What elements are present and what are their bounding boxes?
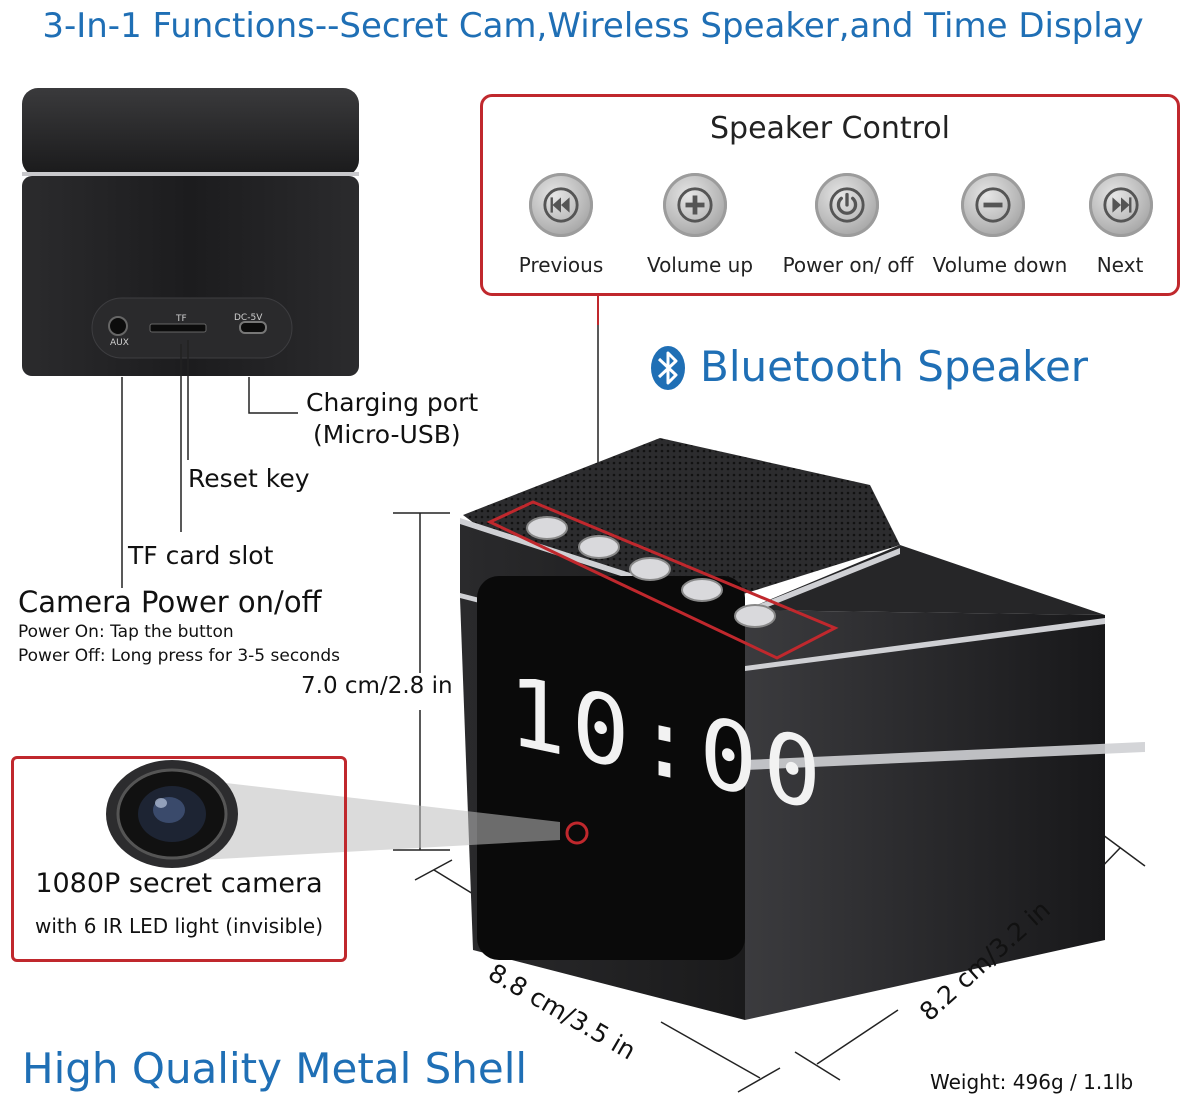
previous-label: Previous	[518, 253, 604, 277]
volume-down-button[interactable]	[961, 173, 1025, 237]
power-icon	[829, 187, 865, 223]
tf-card-slot-label: TF card slot	[128, 541, 274, 570]
camera-power-title: Camera Power on/off	[18, 585, 322, 619]
next-icon	[1103, 187, 1139, 223]
tf-port-label: TF	[176, 314, 187, 324]
next-button[interactable]	[1089, 173, 1153, 237]
next-label: Next	[1096, 253, 1144, 277]
camera-subtitle: with 6 IR LED light (invisible)	[34, 914, 323, 938]
volume-up-button[interactable]	[663, 173, 727, 237]
camera-callout-box	[11, 756, 347, 962]
reset-key-label: Reset key	[188, 464, 310, 493]
bluetooth-speaker-label: Bluetooth Speaker	[700, 342, 1089, 391]
height-dimension-label: 7.0 cm/2.8 in	[301, 673, 453, 699]
metal-shell-label: High Quality Metal Shell	[22, 1044, 528, 1093]
volume-up-label: Volume up	[646, 253, 754, 277]
speaker-control-panel: Speaker Control Previous	[480, 94, 1180, 296]
device-front-view	[460, 438, 1145, 1020]
page-title: 3-In-1 Functions--Secret Cam,Wireless Sp…	[42, 6, 1144, 46]
camera-title: 1080P secret camera	[35, 868, 323, 899]
camera-power-on-text: Power On: Tap the button	[18, 622, 234, 642]
minus-icon	[975, 187, 1011, 223]
camera-lens-icon	[106, 760, 238, 868]
charging-port-label: Charging port	[306, 388, 479, 417]
camera-power-off-text: Power Off: Long press for 3-5 seconds	[18, 646, 340, 666]
previous-button[interactable]	[529, 173, 593, 237]
volume-down-label: Volume down	[932, 253, 1068, 277]
speaker-control-title: Speaker Control	[710, 111, 950, 146]
power-button[interactable]	[815, 173, 879, 237]
dc-port-label: DC-5V	[234, 313, 263, 323]
power-label: Power on/ off	[782, 253, 914, 277]
aux-port-label: AUX	[110, 338, 129, 348]
device-back-view	[22, 88, 359, 376]
previous-icon	[543, 187, 579, 223]
bluetooth-icon	[651, 346, 685, 390]
weight-label: Weight: 496g / 1.1lb	[930, 1070, 1134, 1094]
charging-port-type-label: (Micro-USB)	[313, 420, 461, 449]
plus-icon	[677, 187, 713, 223]
